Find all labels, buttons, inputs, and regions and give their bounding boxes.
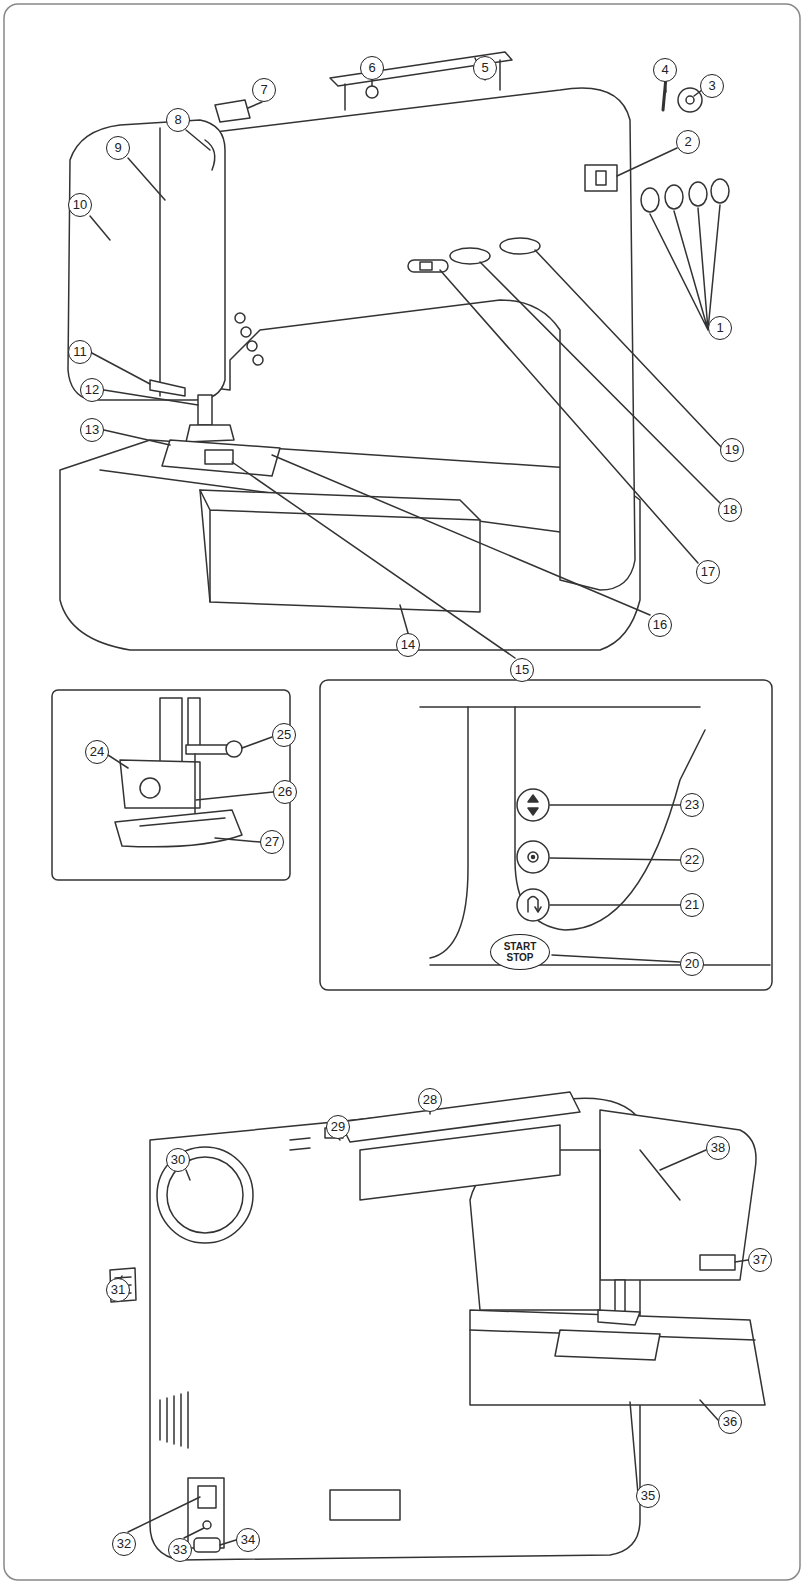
leader-lines — [118, 1112, 748, 1545]
callout-number: 26 — [273, 780, 297, 804]
callout-number: 20 — [680, 952, 704, 976]
callout-number: 21 — [680, 893, 704, 917]
callout-number: 24 — [85, 740, 109, 764]
callout-number: 25 — [272, 723, 296, 747]
callout-number: 2 — [676, 130, 700, 154]
callout-number: 36 — [718, 1410, 742, 1434]
callout-number: 9 — [106, 136, 130, 160]
machine-back-view — [110, 1092, 765, 1560]
callout-number: 37 — [748, 1248, 772, 1272]
callout-number: 22 — [680, 848, 704, 872]
callout-number: 29 — [326, 1115, 350, 1139]
callout-number: 11 — [68, 340, 92, 364]
callout-number: 8 — [166, 108, 190, 132]
frame — [4, 4, 800, 1580]
callout-number: 33 — [168, 1538, 192, 1562]
leader-lines — [90, 58, 722, 658]
callout-number: 28 — [418, 1088, 442, 1112]
callout-number: 35 — [636, 1484, 660, 1508]
callout-number: 31 — [106, 1278, 130, 1302]
callout-number: 12 — [80, 378, 104, 402]
button-text: START STOP — [490, 934, 550, 970]
callout-number: 5 — [473, 56, 497, 80]
leader-lines — [108, 737, 273, 842]
machine-front-view — [60, 52, 729, 650]
callout-number: 30 — [166, 1148, 190, 1172]
button-panel — [420, 707, 770, 965]
callout-number: 38 — [706, 1136, 730, 1160]
callout-number: 17 — [696, 560, 720, 584]
callout-number: 14 — [396, 633, 420, 657]
presser-foot-detail — [115, 698, 242, 847]
inset-frame — [52, 690, 290, 880]
callout-number: 4 — [653, 58, 677, 82]
callout-number: 18 — [718, 498, 742, 522]
callout-number: 10 — [68, 193, 92, 217]
callout-number: 13 — [80, 418, 104, 442]
callout-number: 32 — [112, 1532, 136, 1556]
callout-number: 16 — [648, 613, 672, 637]
callout-number: 23 — [680, 793, 704, 817]
callout-number: 3 — [700, 74, 724, 98]
callout-number: 19 — [720, 438, 744, 462]
callout-number: 1 — [708, 316, 732, 340]
callout-number: 6 — [360, 56, 384, 80]
inset-frame — [320, 680, 772, 990]
callout-number: 7 — [252, 78, 276, 102]
callout-number: 15 — [510, 658, 534, 682]
callout-number: 34 — [236, 1528, 260, 1552]
callout-number: 27 — [260, 830, 284, 854]
